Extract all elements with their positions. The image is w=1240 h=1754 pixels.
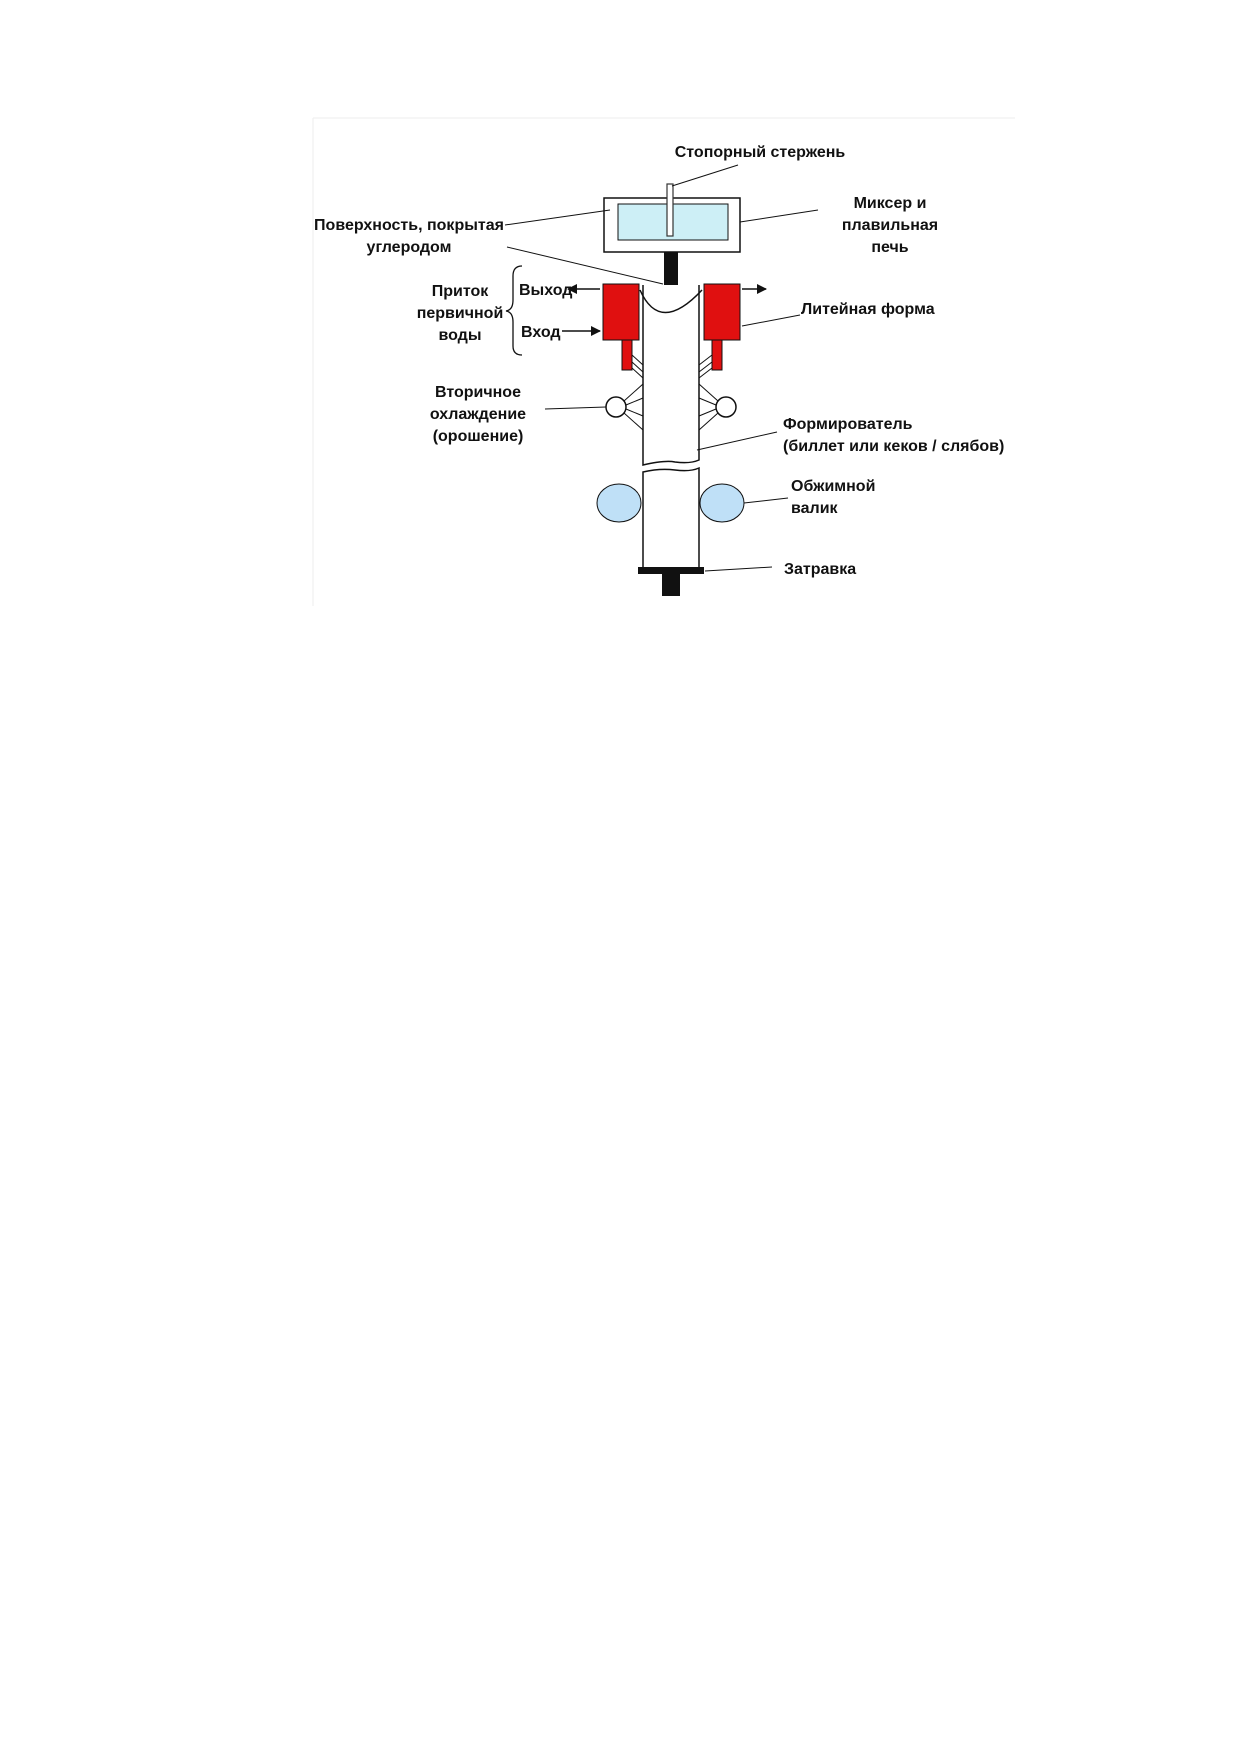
inflow-brace — [505, 265, 523, 356]
flow-arrows — [562, 284, 767, 336]
label-inflow-1: Приток — [432, 283, 490, 300]
label-secondary-2: охлаждение — [430, 406, 526, 423]
label-secondary-3: (орошение) — [433, 428, 524, 445]
label-mixer-2: плавильная — [842, 217, 938, 234]
ingot-lower — [642, 466, 700, 571]
primary-spray — [631, 354, 713, 379]
label-mixer-3: печь — [871, 239, 908, 256]
label-pinch-1: Обжимной — [791, 478, 875, 495]
label-dummy-bar: Затравка — [784, 561, 856, 578]
label-inflow-2: первичной — [417, 305, 504, 322]
label-secondary-1: Вторичное — [435, 384, 521, 401]
mold-left — [602, 283, 640, 341]
label-former-2: (биллет или кеков / слябов) — [783, 438, 1004, 455]
label-mixer-1: Миксер и — [854, 195, 927, 212]
dummy-bar-stem — [662, 574, 680, 596]
pinch-roller-left — [596, 483, 642, 523]
nozzle-left — [605, 396, 627, 418]
stopper-rod — [666, 183, 674, 237]
label-pinch-2: валик — [791, 500, 839, 517]
label-carbon-1: Поверхность, покрытая — [314, 217, 504, 234]
label-former-1: Формирователь — [783, 416, 913, 433]
label-carbon-2: углеродом — [367, 239, 452, 256]
nozzle-right — [715, 396, 737, 418]
label-outlet: Выход — [519, 282, 572, 299]
mold-right — [703, 283, 741, 341]
label-stopper-rod: Стопорный стержень — [675, 144, 846, 161]
dummy-bar-plate — [638, 567, 704, 574]
leader-lines — [504, 164, 819, 572]
pinch-roller-right — [699, 483, 745, 523]
ingot-upper — [642, 285, 700, 466]
label-mold: Литейная форма — [801, 301, 935, 318]
meniscus — [639, 289, 703, 314]
mold-right-pipe — [711, 339, 723, 371]
label-inflow-3: воды — [438, 327, 481, 344]
mold-left-pipe — [621, 339, 633, 371]
label-inlet: Вход — [521, 324, 561, 341]
secondary-spray — [623, 383, 719, 431]
